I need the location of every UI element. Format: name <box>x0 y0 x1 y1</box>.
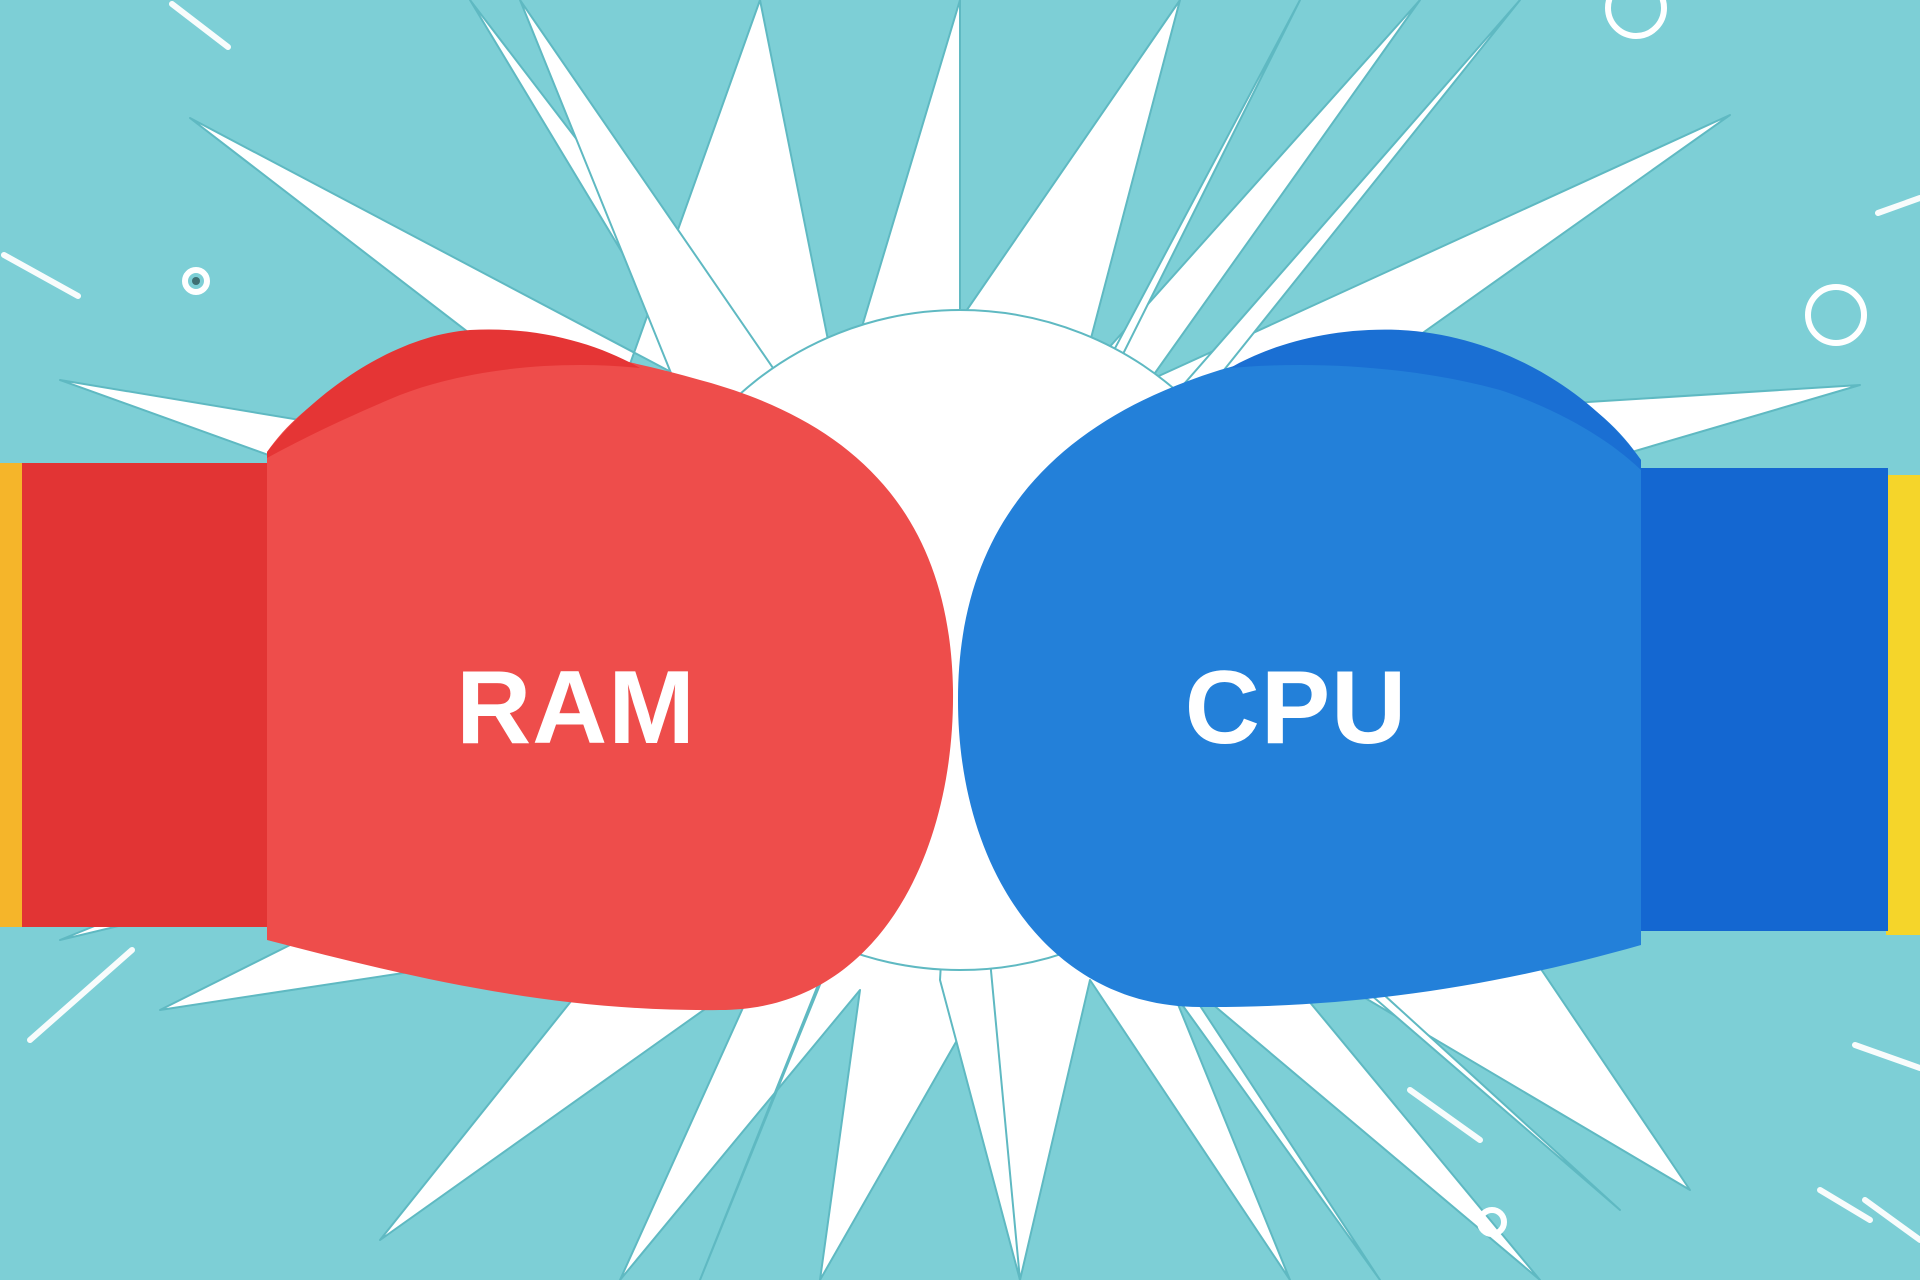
ring-dot <box>192 277 200 285</box>
ram-cuff <box>22 463 272 927</box>
ram-glove-thumb <box>267 329 640 458</box>
cpu-glove-body <box>958 348 1641 1008</box>
small-ring-icon <box>1477 1207 1507 1237</box>
cpu-glove <box>958 329 1920 1008</box>
ring-icon <box>1605 0 1667 39</box>
ring-icon <box>1805 284 1867 346</box>
cpu-cuff <box>1641 468 1888 931</box>
small-ring-icon <box>182 267 210 295</box>
cpu-cuff-tape <box>1886 475 1920 935</box>
cpu-label: CPU <box>1184 650 1408 766</box>
ram-label: RAM <box>456 650 696 766</box>
ram-glove-body <box>267 349 954 1011</box>
ram-cuff-tape <box>0 463 24 927</box>
ring-decorations <box>182 0 1867 1237</box>
ram-glove <box>0 329 954 1011</box>
speed-lines <box>1 1 1920 1243</box>
cpu-glove-thumb <box>1230 329 1641 470</box>
